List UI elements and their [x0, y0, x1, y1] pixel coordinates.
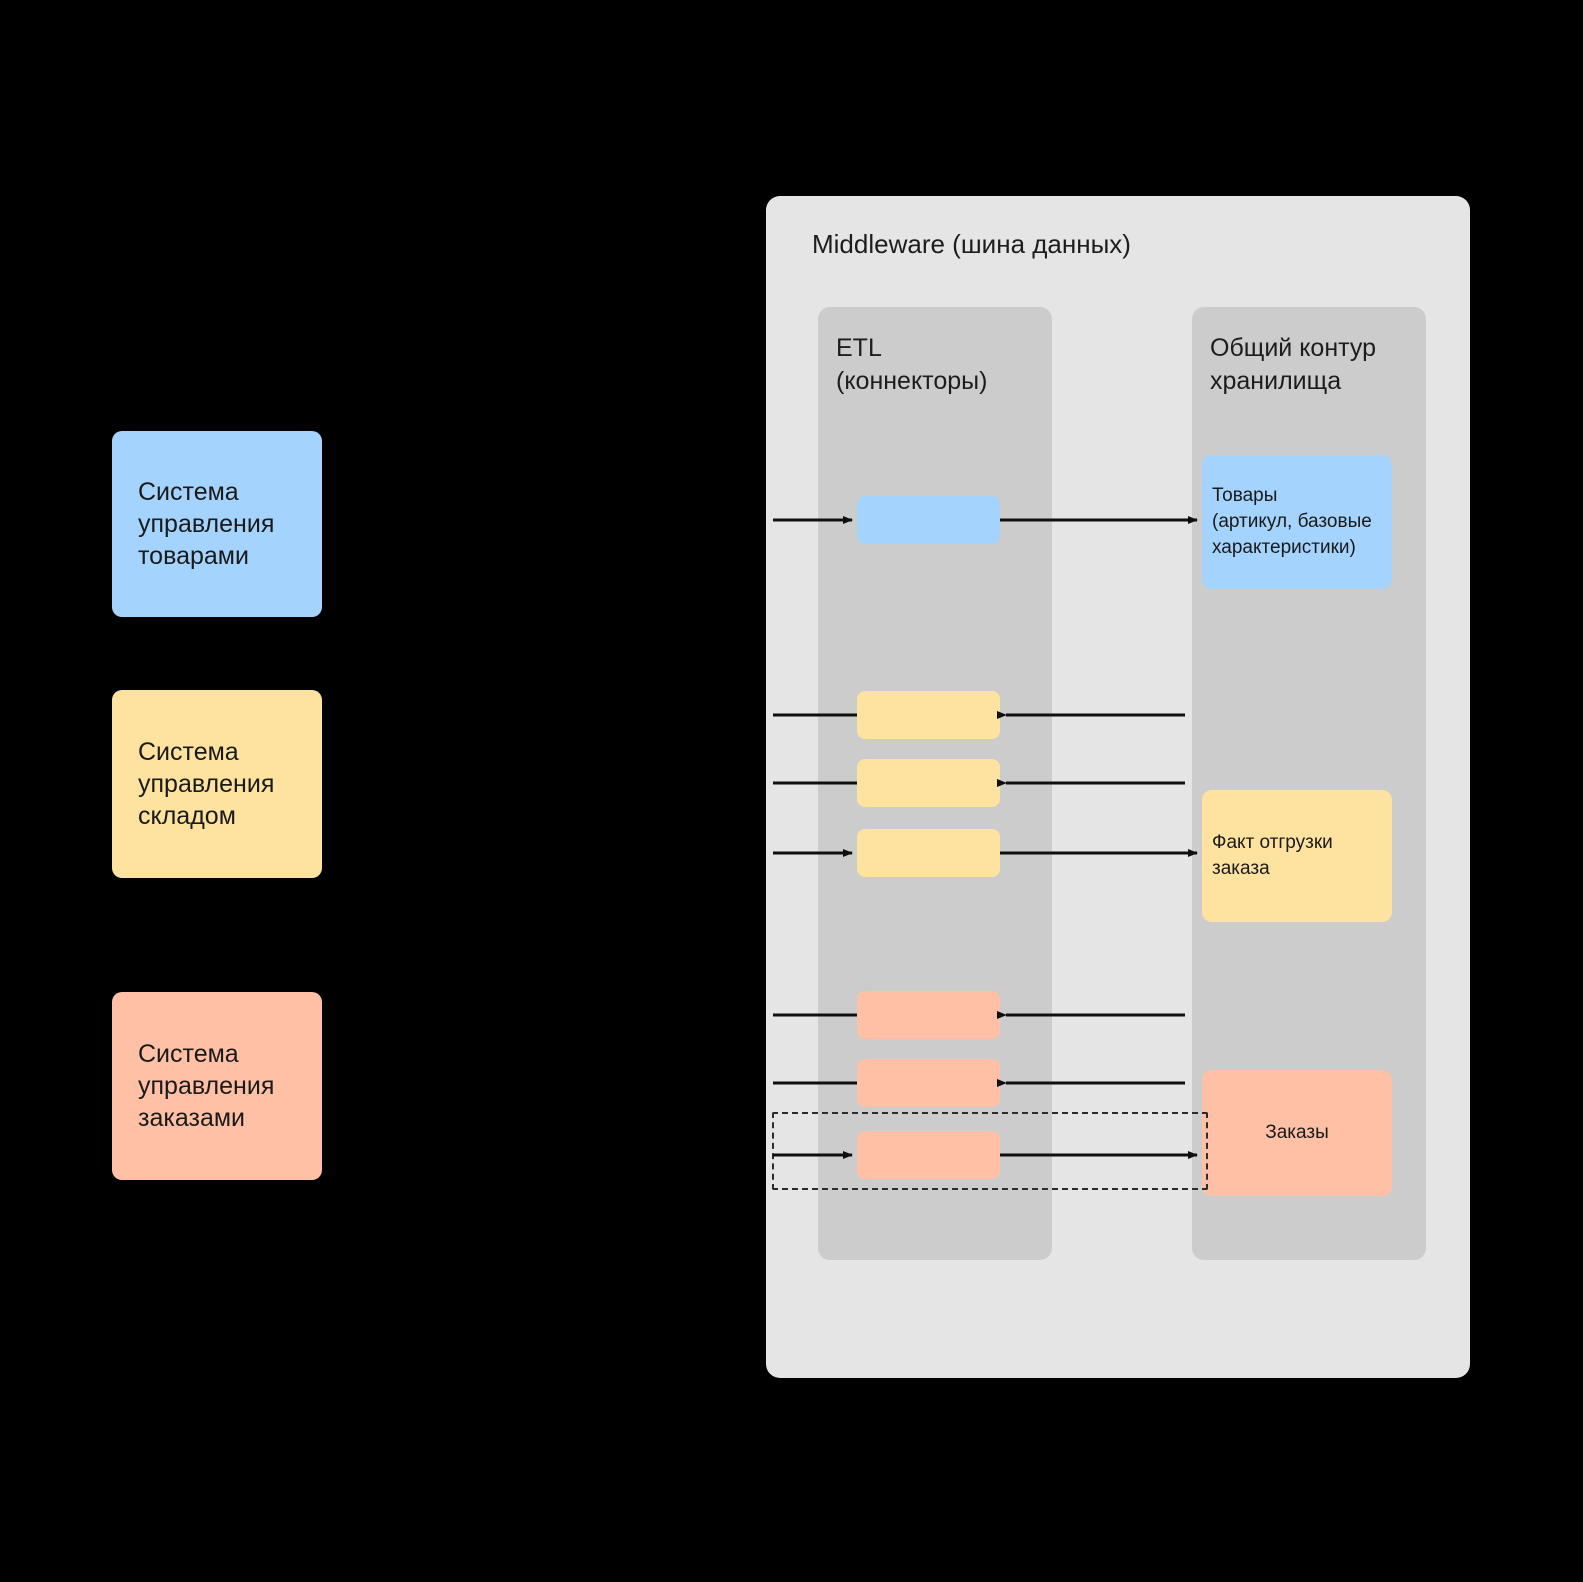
etl-connector-5[interactable]	[857, 991, 1000, 1039]
source-card-warehouse-label: Система управления складом	[138, 737, 275, 831]
storage-card-shipment[interactable]: Факт отгрузки заказа	[1202, 790, 1392, 922]
etl-connector-3[interactable]	[857, 759, 1000, 807]
storage-card-orders-label: Заказы	[1265, 1121, 1329, 1143]
etl-connector-6[interactable]	[857, 1059, 1000, 1107]
etl-connector-1[interactable]	[857, 496, 1000, 544]
storage-pane-label: Общий контур хранилища	[1210, 334, 1376, 395]
storage-card-orders[interactable]: Заказы	[1202, 1070, 1392, 1196]
etl-connector-2[interactable]	[857, 691, 1000, 739]
source-card-orders-label: Система управления заказами	[138, 1039, 275, 1133]
source-card-warehouse[interactable]: Система управления складом	[112, 690, 322, 878]
storage-card-shipment-label: Факт отгрузки заказа	[1212, 831, 1333, 879]
source-card-products-label: Система управления товарами	[138, 477, 275, 571]
etl-pane-label: ETL (коннекторы)	[836, 334, 988, 395]
storage-card-products[interactable]: Товары (артикул, базовые характеристики)	[1202, 455, 1392, 589]
etl-connector-7[interactable]	[857, 1131, 1000, 1179]
middleware-title: Middleware (шина данных)	[812, 229, 1131, 259]
etl-connector-4[interactable]	[857, 829, 1000, 877]
storage-card-products-label: Товары (артикул, базовые характеристики)	[1212, 484, 1372, 559]
source-card-orders[interactable]: Система управления заказами	[112, 992, 322, 1180]
source-card-products[interactable]: Система управления товарами	[112, 431, 322, 617]
order-flow-highlight-region	[772, 1112, 1208, 1190]
